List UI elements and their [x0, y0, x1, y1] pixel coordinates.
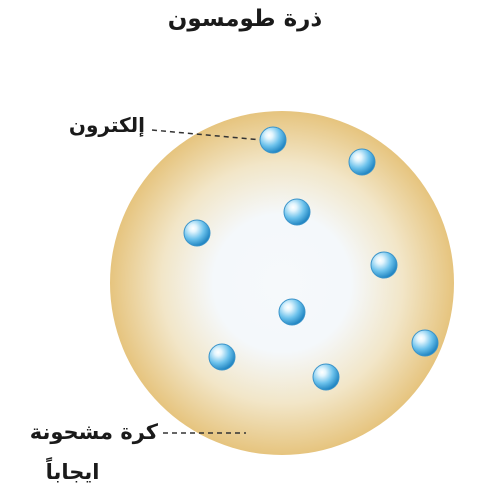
electron	[260, 127, 286, 153]
sphere-label-line2: ايجاباً	[30, 460, 115, 484]
electron	[209, 344, 235, 370]
electron-label: إلكترون	[35, 113, 145, 137]
diagram-title: ذرة طومسون	[150, 6, 340, 32]
electron	[184, 220, 210, 246]
electron	[313, 364, 339, 390]
electron	[412, 330, 438, 356]
positive-sphere	[110, 111, 454, 455]
electron	[279, 299, 305, 325]
electron	[284, 199, 310, 225]
electron	[371, 252, 397, 278]
electron	[349, 149, 375, 175]
sphere-label-line1: كرة مشحونة	[8, 420, 158, 444]
